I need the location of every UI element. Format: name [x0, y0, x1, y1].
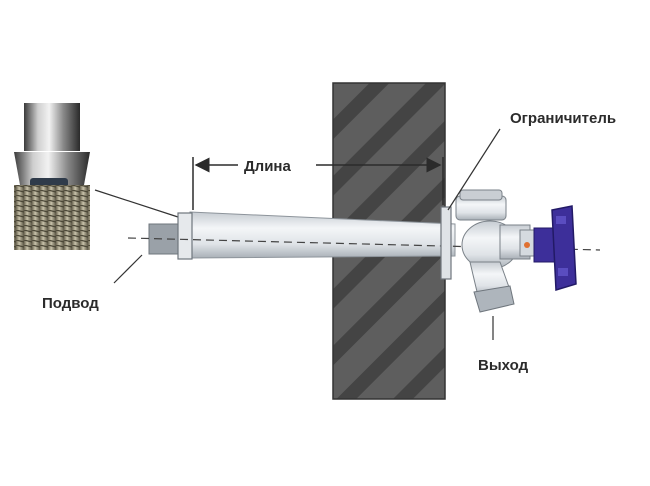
outlet-label: Выход: [478, 357, 529, 374]
photo-leader-line: [94, 189, 179, 218]
length-dimension: [192, 157, 444, 210]
limiter-leader-line: [447, 128, 501, 211]
threaded-fitting-icon: [10, 103, 92, 253]
inlet-leader-line: [113, 254, 143, 284]
limiter-flange: [440, 206, 452, 280]
limiter-label: Ограничитель: [510, 110, 616, 127]
length-label: Длина: [244, 158, 291, 175]
valve-handle-icon: [533, 205, 577, 291]
valve-body: [455, 189, 535, 313]
inlet-label: Подвод: [42, 295, 99, 312]
